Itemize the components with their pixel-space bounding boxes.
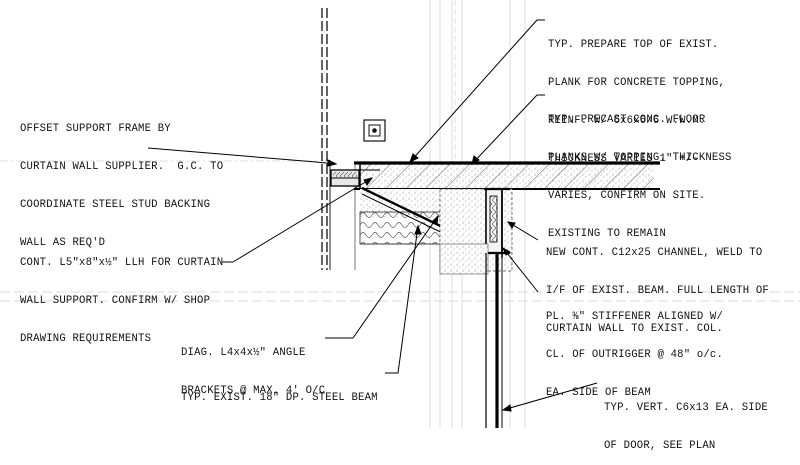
section-detail-drawing: [0, 0, 800, 428]
note-offset-frame: OFFSET SUPPORT FRAME BY CURTAIN WALL SUP…: [20, 123, 224, 249]
leader-lines: [147, 19, 598, 412]
note-channel: NEW CONT. C12x25 CHANNEL, WELD TO I/F OF…: [546, 247, 769, 335]
note-diag-brackets: DIAG. L4x4x½" ANGLE BRACKETS @ MAX. 4' O…: [181, 347, 326, 397]
note-stiffener: PL. ⅜" STIFFENER ALIGNED W/ CL. OF OUTRI…: [546, 311, 724, 399]
note-vert-channel: TYP. VERT. C6x13 EA. SIDE OF DOOR, SEE P…: [604, 402, 768, 452]
steel-beam-assembly: [439, 187, 513, 275]
vertical-door-channel: [485, 253, 503, 428]
note-topping-prep: TYP. PREPARE TOP OF EXIST. PLANK FOR CON…: [548, 39, 726, 165]
note-floor-planks: TYP. PRECAST CONC. FLOOR PLANKS W/ TOPPI…: [548, 114, 732, 240]
note-llh-angle: CONT. L5"x8"x½" LLH FOR CURTAIN WALL SUP…: [20, 257, 224, 345]
note-steel-beam: TYP. EXIST. 18" DP. STEEL BEAM: [181, 392, 378, 405]
anchor-detail-box: [363, 119, 386, 142]
curtain-wall-mullion: [321, 8, 356, 270]
llh-angle-support: [330, 169, 380, 187]
